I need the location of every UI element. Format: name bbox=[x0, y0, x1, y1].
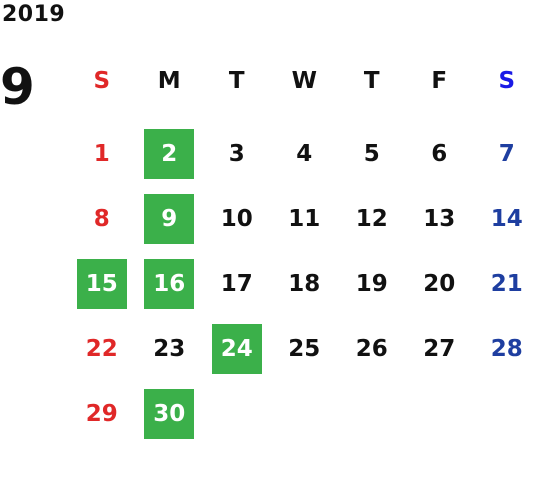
weekday-header: M bbox=[157, 68, 181, 94]
day-number: 4 bbox=[296, 140, 313, 167]
highlighted-day: 16 bbox=[144, 258, 195, 309]
day-cell[interactable]: 30 bbox=[136, 381, 204, 446]
day-cell[interactable]: 15 bbox=[68, 251, 136, 316]
day-cell[interactable]: 24 bbox=[203, 316, 271, 381]
weekday-header: T bbox=[228, 68, 245, 94]
day-number: 29 bbox=[85, 400, 118, 427]
day-number: 8 bbox=[93, 205, 110, 232]
day-cell[interactable]: 12 bbox=[338, 186, 406, 251]
weekday-header: T bbox=[363, 68, 380, 94]
day-cell[interactable]: 29 bbox=[68, 381, 136, 446]
day-cell[interactable]: 4 bbox=[271, 121, 339, 186]
day-number: 6 bbox=[431, 140, 448, 167]
day-number: 10 bbox=[220, 205, 253, 232]
day-number: 19 bbox=[355, 270, 388, 297]
day-cell[interactable]: 1 bbox=[68, 121, 136, 186]
day-number: 14 bbox=[490, 205, 523, 232]
day-number: 22 bbox=[85, 335, 118, 362]
day-number: 28 bbox=[490, 335, 523, 362]
day-number: 26 bbox=[355, 335, 388, 362]
day-cell[interactable]: 28 bbox=[473, 316, 541, 381]
highlighted-day: 2 bbox=[144, 128, 195, 179]
day-number: 23 bbox=[153, 335, 186, 362]
day-cell[interactable]: 18 bbox=[271, 251, 339, 316]
highlighted-day: 24 bbox=[211, 323, 262, 374]
day-cell[interactable]: 17 bbox=[203, 251, 271, 316]
day-cell[interactable]: 14 bbox=[473, 186, 541, 251]
day-cell[interactable]: 3 bbox=[203, 121, 271, 186]
day-cell[interactable]: 19 bbox=[338, 251, 406, 316]
day-cell[interactable]: 5 bbox=[338, 121, 406, 186]
day-number: 12 bbox=[355, 205, 388, 232]
year-label: 2019 bbox=[2, 2, 66, 27]
day-number: 5 bbox=[363, 140, 380, 167]
day-cell[interactable]: 25 bbox=[271, 316, 339, 381]
day-number: 3 bbox=[228, 140, 245, 167]
day-cell[interactable]: 20 bbox=[406, 251, 474, 316]
day-number: 20 bbox=[423, 270, 456, 297]
day-number: 21 bbox=[490, 270, 523, 297]
day-number: 7 bbox=[498, 140, 515, 167]
day-cell[interactable]: 11 bbox=[271, 186, 339, 251]
day-cell[interactable]: 8 bbox=[68, 186, 136, 251]
day-number: 1 bbox=[93, 140, 110, 167]
weekday-header: S bbox=[93, 68, 111, 94]
day-cell[interactable]: 21 bbox=[473, 251, 541, 316]
day-number: 11 bbox=[288, 205, 321, 232]
day-cell[interactable]: 9 bbox=[136, 186, 204, 251]
day-cell[interactable]: 22 bbox=[68, 316, 136, 381]
highlighted-day: 9 bbox=[144, 193, 195, 244]
day-number: 18 bbox=[288, 270, 321, 297]
day-cell[interactable]: 7 bbox=[473, 121, 541, 186]
day-number: 25 bbox=[288, 335, 321, 362]
day-cell[interactable]: 10 bbox=[203, 186, 271, 251]
highlighted-day: 30 bbox=[144, 388, 195, 439]
day-cell[interactable]: 23 bbox=[136, 316, 204, 381]
day-cell[interactable]: 2 bbox=[136, 121, 204, 186]
day-number: 17 bbox=[220, 270, 253, 297]
weekday-header: S bbox=[498, 68, 516, 94]
weekday-header: W bbox=[291, 68, 317, 94]
day-cell[interactable]: 26 bbox=[338, 316, 406, 381]
day-cell[interactable]: 16 bbox=[136, 251, 204, 316]
day-number: 27 bbox=[423, 335, 456, 362]
day-cell[interactable]: 27 bbox=[406, 316, 474, 381]
day-cell[interactable]: 13 bbox=[406, 186, 474, 251]
month-number: 9 bbox=[0, 58, 35, 116]
day-number: 13 bbox=[423, 205, 456, 232]
weekday-header: F bbox=[431, 68, 448, 94]
day-cell[interactable]: 6 bbox=[406, 121, 474, 186]
highlighted-day: 15 bbox=[76, 258, 127, 309]
